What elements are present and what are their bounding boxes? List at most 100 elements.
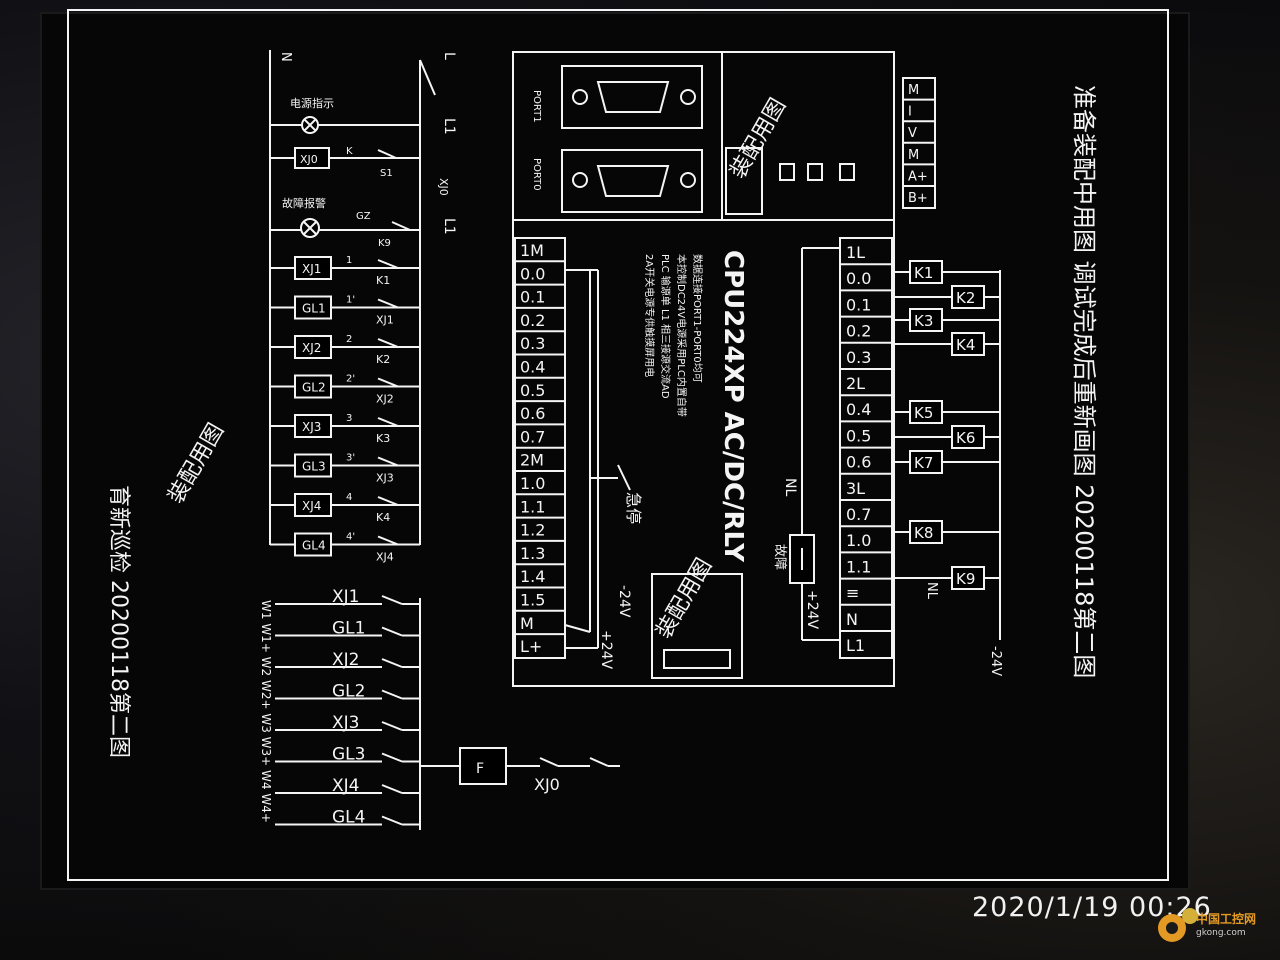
right-terminal-label: 0.3 — [846, 348, 871, 367]
plc-estop: 急停 — [624, 492, 643, 524]
left-terminal-label: 1.1 — [520, 497, 545, 516]
right-terminal-label: N — [846, 610, 858, 629]
plc-note: 本控制DC24V电源采用PLC内置自带 — [675, 254, 688, 417]
bottom-contact-switch — [381, 689, 403, 700]
title-right: 准备装配中用图 调试完成后重新画图 20200118第二图 — [1070, 85, 1098, 678]
diagram-frame — [67, 9, 1169, 881]
left-terminal-label: 1M — [520, 241, 544, 260]
ladder-row-wire-label: 2 — [346, 334, 352, 345]
left-terminal-label: 1.3 — [520, 544, 545, 563]
left-terminal-label: 0.7 — [520, 427, 545, 446]
ladder-row-contact-label: XJ3 — [376, 472, 394, 485]
analog-terminal-label: M — [908, 83, 919, 98]
ladder-row-contact — [377, 417, 399, 427]
ladder-row-contact-label: K1 — [376, 274, 390, 287]
right-terminal-label: 0.7 — [846, 505, 871, 524]
right-terminal-label: 0.4 — [846, 400, 871, 419]
left-terminal-label: 0.1 — [520, 288, 545, 307]
left-terminal-label: 0.6 — [520, 404, 545, 423]
plc-fault: 故障 — [772, 544, 787, 570]
left-terminal-label: 2M — [520, 451, 544, 470]
right-terminal-label: 0.6 — [846, 453, 871, 472]
power-lamp-label: 电源指示 — [290, 96, 334, 110]
coil-label: K1 — [914, 264, 933, 282]
right-terminal-label: L1 — [846, 636, 865, 655]
ladder-row-contact — [377, 298, 399, 309]
plc-note: 数据连接PORT1-PORT0均可 — [691, 254, 704, 383]
ladder-n: N — [278, 52, 293, 62]
ladder-row-wire-label: 3' — [346, 453, 355, 464]
left-terminal-label: 0.2 — [520, 311, 545, 330]
right-terminal-label: 2L — [846, 374, 865, 393]
bottom-contact-switch — [381, 752, 403, 763]
bottom-contact-label: XJ1 — [332, 587, 359, 607]
ladder-row-box-label: XJ3 — [302, 420, 321, 434]
right-terminal-label: 1.1 — [846, 557, 871, 576]
ladder-row-wire-label: 1 — [346, 255, 352, 266]
ladder-row-box — [294, 414, 332, 438]
bottom-wires: W1 W1+ W2 W2+ W3 W3+ W4 W4+ — [259, 600, 273, 823]
bottom-contact-label: GL4 — [332, 808, 365, 828]
left-terminal-label: 1.5 — [520, 591, 545, 610]
ladder-s1-label: S1 — [380, 168, 393, 179]
plc-note: PLC 输源单 L1 相三接源交流AD — [659, 254, 672, 399]
ladder-k-label: K — [346, 146, 353, 157]
ladder-row-box-label: XJ4 — [302, 499, 321, 513]
ladder-row-box — [294, 335, 332, 359]
fault-alarm-label: 故障报警 — [282, 196, 326, 210]
ladder-xj0-box: XJ0 — [300, 153, 318, 166]
ladder-row-contact — [377, 535, 399, 546]
left-terminal-label: 0.3 — [520, 334, 545, 353]
right-terminal-label: 0.2 — [846, 322, 871, 341]
ladder-row-box — [294, 295, 332, 320]
right-terminal-label: 3L — [846, 479, 865, 498]
ladder-row-box — [294, 493, 332, 517]
coil-label: K3 — [914, 312, 933, 330]
bottom-contact-label: GL3 — [332, 745, 365, 765]
coil-label: K7 — [914, 454, 933, 472]
ladder-row-contact-label: K3 — [376, 432, 390, 445]
ladder-row-wire-label: 1' — [346, 295, 355, 306]
left-terminal-label: M — [520, 614, 534, 633]
ladder-row-box — [294, 374, 332, 399]
right-terminal-label: 1L — [846, 243, 865, 262]
ladder-l1a: L1 — [441, 118, 457, 135]
ladder-l1b: L1 — [441, 218, 457, 235]
ladder-row-box — [294, 256, 332, 280]
coil-label: K6 — [956, 429, 975, 447]
plc-port1: PORT1 — [531, 90, 542, 123]
bottom-contact-switch — [381, 658, 403, 668]
bottom-contact-label: GL1 — [332, 619, 365, 639]
bottom-xj0: XJ0 — [534, 775, 560, 794]
left-terminal-label: 0.4 — [520, 358, 545, 377]
coil-label: K5 — [914, 404, 933, 422]
coil-label: K8 — [914, 524, 933, 542]
plc-body — [512, 51, 895, 687]
ladder-gz-label: GZ — [356, 211, 371, 222]
ladder-row-wire-label: 4 — [346, 492, 352, 503]
ladder-rows: XJ11K1GL11'XJ1XJ22K2GL22'XJ2XJ33K3GL33'X… — [270, 255, 420, 564]
monitor-screen — [40, 12, 1190, 890]
coil-label: K9 — [956, 570, 975, 588]
bottom-f-box: F — [476, 761, 484, 777]
ladder-row-wire-label: 3 — [346, 413, 352, 424]
left-terminal-label: 1.2 — [520, 521, 545, 540]
ladder-row-contact-label: XJ2 — [376, 393, 394, 406]
bottom-contact-switch — [381, 784, 403, 794]
plc-minus24: -24V — [616, 585, 632, 618]
ladder-section: N L L1 XJ0 L1 电源指示 XJ0 K S1 故障报警 GZ K9 X… — [269, 50, 457, 564]
right-terminal-label: ≡ — [846, 584, 859, 603]
left-terminal-label: 1.0 — [520, 474, 545, 493]
ladder-row-box-label: XJ1 — [302, 262, 321, 276]
analog-terminal-label: A+ — [908, 169, 928, 184]
bottom-contact-switch — [381, 626, 403, 637]
ladder-row-contact-label: XJ1 — [376, 314, 394, 327]
plc-nl: NL — [782, 478, 798, 496]
plc-notes: 数据连接PORT1-PORT0均可本控制DC24V电源采用PLC内置自带PLC … — [643, 254, 704, 417]
ladder-row-box — [294, 532, 332, 557]
right-terminal-label: 0.0 — [846, 269, 871, 288]
